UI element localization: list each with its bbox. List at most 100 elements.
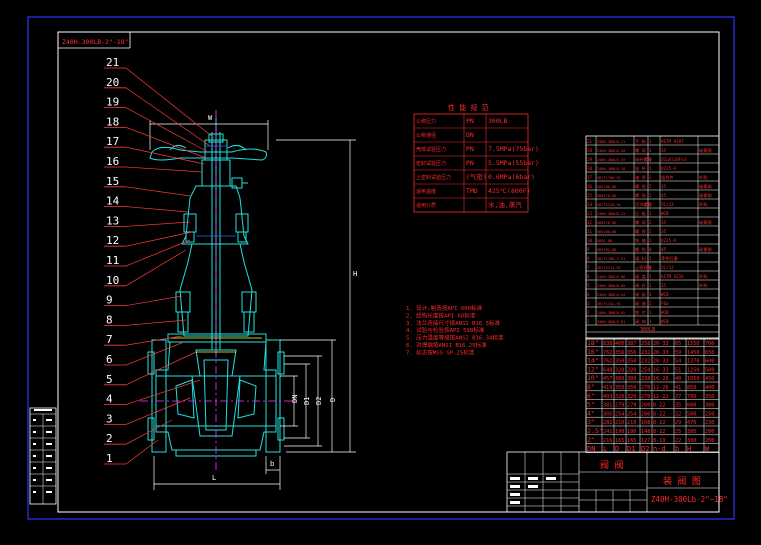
- bom-cell: 35: [661, 283, 667, 288]
- dim-cell: 450: [705, 376, 714, 382]
- flange-right: [265, 339, 281, 453]
- bom-cell: 4: [587, 292, 590, 297]
- dim-cell: 200: [705, 438, 714, 444]
- dim-cell: 387: [627, 341, 636, 347]
- part-number: 8: [106, 313, 113, 326]
- dim-cell: 190: [627, 429, 636, 435]
- dim-cell: 165: [615, 438, 624, 444]
- bom-cell: 螺 栓: [635, 183, 647, 190]
- dim-cell: 241: [603, 429, 612, 435]
- bom-cell: 螺 母: [635, 192, 646, 199]
- bom-cell: 外购: [699, 201, 707, 208]
- dim-cell: 350: [627, 385, 636, 391]
- part-number: 11: [106, 254, 119, 267]
- bom-cell: Z40H-300LB-02: [597, 311, 625, 315]
- dim-cell: 700: [705, 341, 714, 347]
- bom-cell: 35: [661, 184, 667, 189]
- bom-cell: 阀 盖: [635, 273, 646, 280]
- leader-line: [125, 335, 183, 346]
- part-number: 18: [106, 115, 119, 128]
- yoke-arms: [181, 185, 249, 245]
- dim-cell: 457: [603, 376, 612, 382]
- spec-symbol: TMD: [466, 187, 478, 195]
- dim-cell: 210: [627, 420, 636, 426]
- outer-frame: [27, 16, 735, 520]
- dim-cell: 1450: [687, 350, 700, 356]
- bom-cell: WCB: [661, 310, 669, 315]
- spec-value: 7.5MPa(75bar): [488, 145, 539, 153]
- leader-line: [125, 87, 211, 147]
- bom-cell: 螺 栓: [635, 228, 647, 235]
- dim-cell: 250: [705, 411, 714, 417]
- part-number: 4: [106, 393, 113, 406]
- centerlines: [140, 110, 296, 470]
- part-number: 1: [106, 452, 113, 465]
- bom-cell: 18: [587, 166, 593, 171]
- bom-cell: 手 轮: [635, 138, 647, 145]
- leader-line: [125, 295, 183, 306]
- bom-cell: 8: [587, 256, 590, 261]
- leader-line: [125, 107, 209, 153]
- bom-cell: Q235-A: [661, 238, 677, 243]
- dim-header: D1: [627, 445, 635, 453]
- dim-cell: 700: [687, 394, 696, 400]
- dim-cell: 18": [587, 339, 599, 347]
- bom-cell: JB/T5210-91: [597, 203, 621, 207]
- title-block: 阀 阀 装 阀 图 Z40H-300Lb-2"~18": [506, 451, 728, 513]
- bom-cell: WCB: [661, 211, 669, 216]
- bom-cell: 组合件: [661, 174, 674, 181]
- leader-line: [125, 249, 187, 287]
- bom-cell: 碳素钢: [699, 246, 712, 253]
- bom-cell: 2: [649, 220, 652, 225]
- bom-cell: 1: [649, 310, 652, 315]
- bom-cell: 2: [649, 301, 652, 306]
- bom-cell: 2: [649, 238, 652, 243]
- dim-cell: 216: [603, 438, 612, 444]
- bom-cell: 15: [587, 193, 593, 198]
- leader-line: [125, 146, 205, 165]
- dim-cell: 320: [615, 367, 624, 373]
- blue-detail-lines: [196, 145, 236, 237]
- bom-cell: Q235-A: [661, 166, 677, 171]
- svg-text:H: H: [353, 270, 357, 278]
- dim-cell: 500: [687, 411, 696, 417]
- dim-cell: 381: [603, 403, 612, 409]
- note-line: 3. 法兰连接尺寸按ANSI B16.5标准: [406, 319, 501, 327]
- title-block-label-1: 阀 阀: [600, 460, 623, 471]
- handwheel: [149, 146, 267, 161]
- dim-cell: 32: [675, 411, 681, 417]
- note-line: 1. 设计,制造按API 600标准: [406, 304, 483, 312]
- bom-cell: 柔性石墨: [661, 255, 678, 262]
- bom-cell: 螺 母: [635, 219, 646, 226]
- valve-assembly: [147, 118, 285, 457]
- bom-cell: 11: [587, 229, 593, 234]
- dim-cell: 419: [603, 385, 612, 391]
- dim-cell: 282: [603, 420, 612, 426]
- bom-cell: 1: [649, 319, 652, 324]
- dim-cell: 8-19: [653, 438, 666, 444]
- dim-cell: 29: [675, 420, 681, 426]
- dim-cell: 12-26: [653, 385, 669, 391]
- dim-cell: 350: [705, 394, 714, 400]
- bom-cell: 阀 座: [635, 300, 646, 307]
- dim-cell: 232: [641, 350, 650, 356]
- leader-line: [125, 319, 187, 326]
- leader-line: [125, 67, 215, 139]
- bom-cell: 2: [649, 175, 652, 180]
- spec-name: 上密封试验压力: [416, 174, 451, 181]
- dim-cell: 165: [627, 438, 636, 444]
- dim-cell: 254: [641, 367, 650, 373]
- part-number: 7: [106, 333, 113, 346]
- part-number: 21: [106, 56, 119, 69]
- bom-cell: WCB: [661, 292, 669, 297]
- valve-body: [155, 341, 277, 451]
- bom-cell: 外购: [699, 174, 707, 181]
- bom-cell: 1: [587, 319, 590, 324]
- dim-cell: 600: [687, 403, 696, 409]
- bonnet-bolt-right: [241, 291, 257, 313]
- bom-cell: JB/T1700-91: [597, 176, 621, 180]
- bom-cell: 35: [661, 220, 667, 225]
